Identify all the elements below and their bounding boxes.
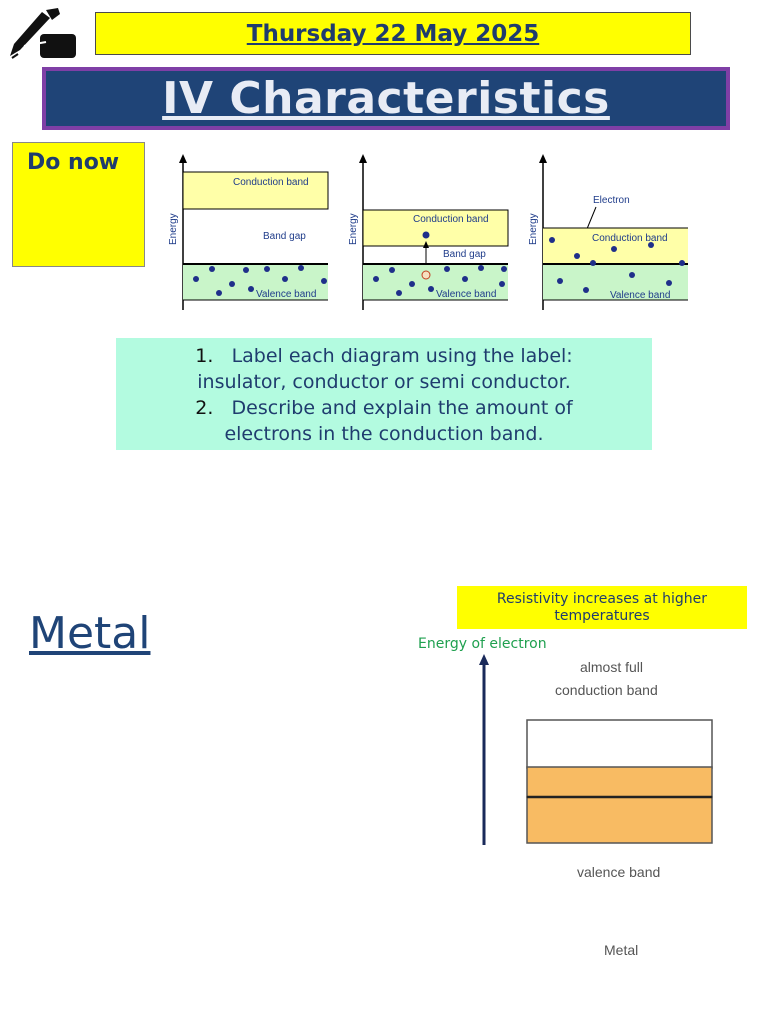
electron <box>679 260 685 266</box>
electron <box>557 278 563 284</box>
energy-axis-label: Energy of electron <box>418 636 547 652</box>
metal-heading: Metal <box>29 608 151 659</box>
band-diagram-3: Energy Electron Conduction band Valence … <box>520 150 690 319</box>
date-banner: Thursday 22 May 2025 <box>95 12 691 55</box>
conduction-band-label: conduction band <box>555 682 658 698</box>
electron <box>549 237 555 243</box>
electron <box>396 290 402 296</box>
task-instructions: 1. Label each diagram using the label: i… <box>116 338 652 450</box>
electron <box>298 265 304 271</box>
valence-band-label: valence band <box>577 864 660 880</box>
do-now-label: Do now <box>27 150 120 175</box>
lesson-date: Thursday 22 May 2025 <box>246 20 540 47</box>
electron <box>501 266 507 272</box>
metal-caption: Metal <box>604 942 638 958</box>
page-title: IV Characteristics <box>162 73 610 124</box>
task-item-2: 2. Describe and explain the amount of <box>116 395 652 421</box>
band-diagram-2: Energy Conduction band Band gap Valence … <box>340 150 510 319</box>
electron <box>583 287 589 293</box>
do-now-box: Do now <box>12 142 145 267</box>
electron <box>282 276 288 282</box>
electron <box>209 266 215 272</box>
energy-axis-label: Energy <box>168 213 179 245</box>
electron <box>444 266 450 272</box>
excited-electron <box>422 231 430 239</box>
valence-band-label: Valence band <box>436 289 496 300</box>
electron <box>629 272 635 278</box>
electron <box>264 266 270 272</box>
electron <box>611 246 617 252</box>
electron <box>248 286 254 292</box>
almost-full-label: almost full <box>580 659 643 675</box>
electron <box>666 280 672 286</box>
electron <box>574 253 580 259</box>
electron <box>373 276 379 282</box>
electron <box>321 278 327 284</box>
hole <box>421 270 431 280</box>
task-item-1: 1. Label each diagram using the label: <box>116 343 652 369</box>
task-text: Describe and explain the amount of <box>231 397 573 419</box>
electron <box>590 260 596 266</box>
electron <box>648 242 654 248</box>
task-text: Label each diagram using the label: <box>231 345 573 367</box>
conduction-band-label: Conduction band <box>413 214 489 225</box>
electron <box>229 281 235 287</box>
task-item-1-line2: insulator, conductor or semi conductor. <box>197 371 571 393</box>
task-number: 1. <box>195 345 214 367</box>
energy-axis-label: Energy <box>348 213 359 245</box>
conduction-band-label: Conduction band <box>233 177 309 188</box>
electron <box>462 276 468 282</box>
metal-band-diagram: almost full conduction band valence band… <box>470 650 730 974</box>
electron <box>216 290 222 296</box>
task-number: 2. <box>195 397 214 419</box>
energy-axis-label: Energy <box>528 213 539 245</box>
electron <box>499 281 505 287</box>
electron <box>193 276 199 282</box>
title-banner: IV Characteristics <box>42 67 730 130</box>
electron <box>243 267 249 273</box>
resistivity-note: Resistivity increases at higher temperat… <box>457 586 747 629</box>
band-diagram-1: Energy Conduction band Band gap Valence … <box>160 150 330 319</box>
band-gap-label: Band gap <box>443 249 486 260</box>
task-item-2-line2: electrons in the conduction band. <box>224 423 544 445</box>
band-gap-label: Band gap <box>263 231 306 242</box>
electron <box>478 265 484 271</box>
electron <box>389 267 395 273</box>
electron <box>409 281 415 287</box>
pen-writing-icon <box>6 6 80 62</box>
valence-band-label: Valence band <box>256 289 316 300</box>
valence-band-label: Valence band <box>610 290 670 301</box>
electron <box>428 286 434 292</box>
electron-label: Electron <box>593 195 630 206</box>
conduction-band-label: Conduction band <box>592 233 668 244</box>
